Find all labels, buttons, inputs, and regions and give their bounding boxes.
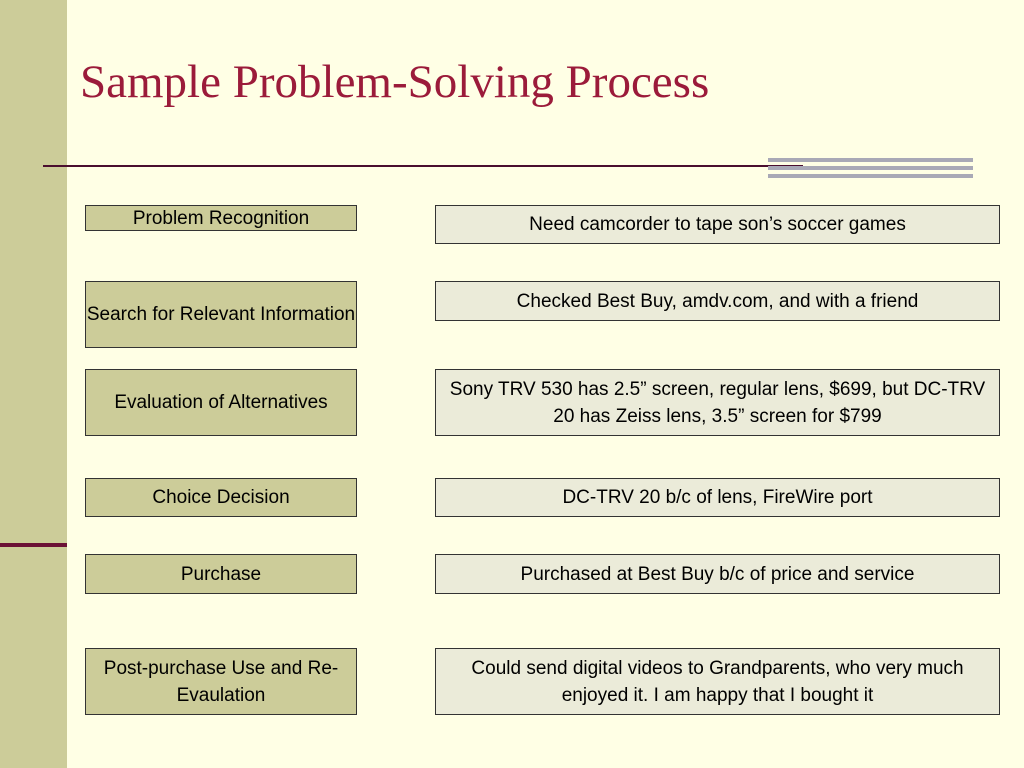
step-search-information: Search for Relevant Information xyxy=(85,281,357,348)
side-bar xyxy=(0,0,67,768)
step-problem-recognition: Problem Recognition xyxy=(85,205,357,231)
side-bar-accent xyxy=(0,543,67,547)
detail-evaluation-alternatives: Sony TRV 530 has 2.5” screen, regular le… xyxy=(435,369,1000,436)
step-evaluation-alternatives: Evaluation of Alternatives xyxy=(85,369,357,436)
detail-purchase: Purchased at Best Buy b/c of price and s… xyxy=(435,554,1000,594)
detail-search-information: Checked Best Buy, amdv.com, and with a f… xyxy=(435,281,1000,321)
title-rule xyxy=(43,165,803,167)
title-rule-grey-accent xyxy=(768,158,973,178)
detail-problem-recognition: Need camcorder to tape son’s soccer game… xyxy=(435,205,1000,244)
step-choice-decision: Choice Decision xyxy=(85,478,357,517)
detail-choice-decision: DC-TRV 20 b/c of lens, FireWire port xyxy=(435,478,1000,517)
step-post-purchase: Post-purchase Use and Re-Evaulation xyxy=(85,648,357,715)
detail-post-purchase: Could send digital videos to Grandparent… xyxy=(435,648,1000,715)
step-purchase: Purchase xyxy=(85,554,357,594)
slide-title: Sample Problem-Solving Process xyxy=(80,56,710,108)
